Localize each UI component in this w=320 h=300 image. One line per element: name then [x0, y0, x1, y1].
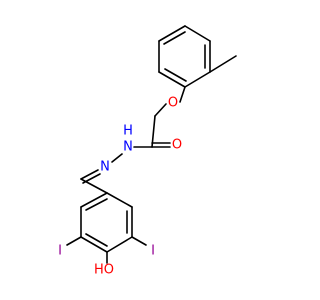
bond	[85, 233, 108, 247]
atom-iodine-right: I	[151, 244, 155, 259]
bond	[106, 236, 133, 253]
bond	[158, 71, 186, 88]
bond	[111, 153, 123, 163]
bond	[184, 25, 211, 42]
bond	[184, 71, 211, 88]
atom-iodine-left: I	[58, 244, 62, 259]
bond	[151, 115, 156, 148]
bond-lines	[66, 25, 237, 264]
bond	[106, 192, 133, 208]
atom-nitrogen-amide: N	[123, 140, 133, 155]
bond	[209, 55, 237, 73]
bond	[80, 178, 108, 194]
atom-oxygen-carbonyl: O	[172, 138, 182, 153]
bond	[85, 198, 108, 211]
atom-amide-hydrogen: H	[123, 124, 133, 139]
atom-nitrogen-imine: N	[100, 160, 110, 175]
bond	[80, 236, 108, 253]
atom-labels: O O N H N I I HO	[58, 96, 182, 278]
bond	[80, 169, 99, 180]
bond	[80, 192, 108, 208]
bond	[66, 236, 82, 246]
bond	[179, 86, 186, 103]
atom-hydroxyl: HO	[94, 263, 114, 278]
bond	[163, 31, 186, 45]
bond	[131, 236, 147, 246]
molecule-structure: O O N H N I I HO	[58, 25, 237, 278]
bond	[164, 68, 187, 82]
bond	[154, 103, 167, 117]
atom-oxygen-ether: O	[168, 96, 178, 111]
bond	[158, 25, 186, 42]
